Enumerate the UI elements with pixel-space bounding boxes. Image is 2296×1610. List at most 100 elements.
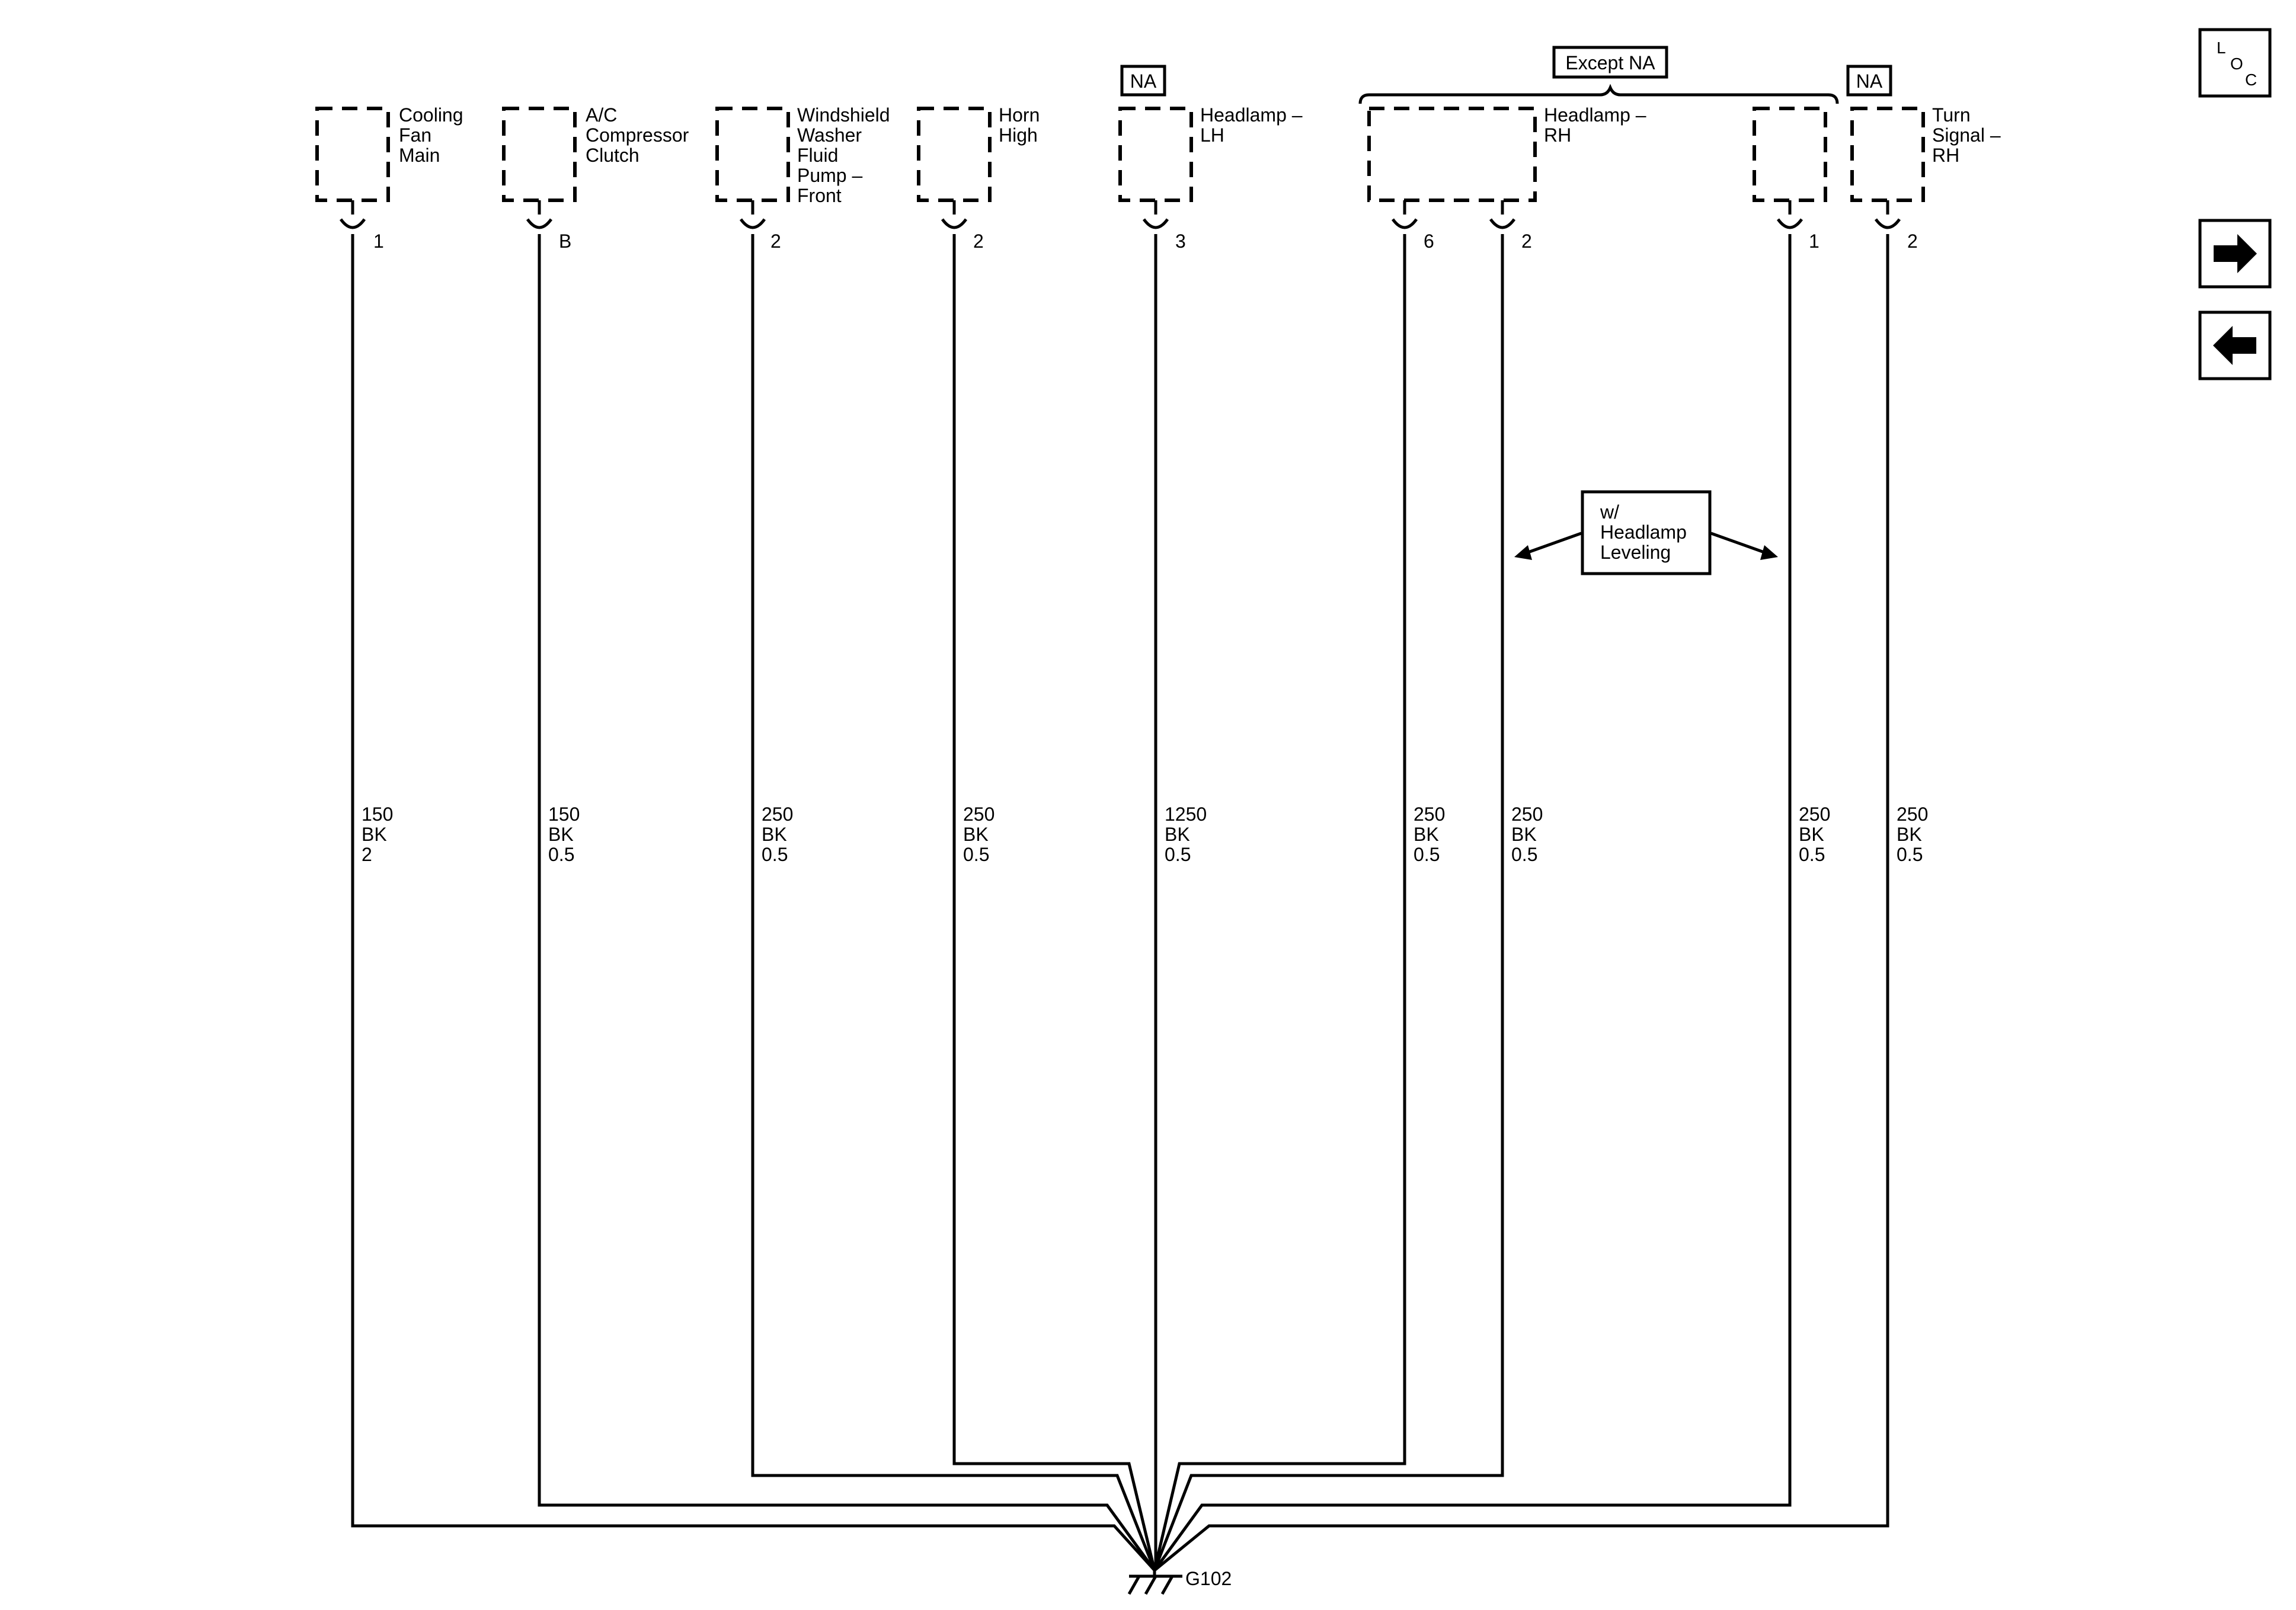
- svg-text:BK: BK: [548, 824, 574, 845]
- svg-text:250: 250: [1414, 804, 1445, 825]
- svg-text:2: 2: [973, 231, 984, 252]
- svg-text:NA: NA: [1856, 71, 1883, 92]
- svg-text:BK: BK: [963, 824, 989, 845]
- svg-text:6: 6: [1424, 231, 1434, 252]
- terminal-ac-compressor-clutch: [526, 200, 553, 229]
- wire-cooling-fan-main: [351, 234, 1156, 1571]
- arrowhead-left-icon: [1514, 545, 1532, 560]
- option-headlamp-leveling: w/ Headlamp Leveling: [1514, 490, 1778, 575]
- ground-label: G102: [1185, 1568, 1232, 1589]
- svg-text:NA: NA: [1130, 71, 1157, 92]
- svg-text:BK: BK: [1799, 824, 1824, 845]
- svg-text:Headlamp –: Headlamp –: [1544, 104, 1646, 126]
- svg-text:Horn: Horn: [999, 104, 1040, 126]
- terminals: [339, 200, 1901, 229]
- svg-text:2: 2: [1521, 231, 1532, 252]
- svg-text:Except NA: Except NA: [1565, 52, 1655, 73]
- loc-letter-l: L: [2217, 39, 2226, 57]
- wire-headlamp-rh-6: [1153, 234, 1406, 1571]
- connector-cooling-fan-main: [315, 107, 390, 202]
- pin-labels: 1 B 2 2 3 6 2 1 2: [373, 231, 1918, 252]
- tag-na-right: NA: [1846, 65, 1892, 97]
- svg-text:BK: BK: [762, 824, 787, 845]
- svg-text:1: 1: [1809, 231, 1819, 252]
- svg-text:2: 2: [770, 231, 781, 252]
- svg-text:0.5: 0.5: [1165, 844, 1191, 865]
- connector-horn-high: [917, 107, 992, 202]
- svg-text:Fan: Fan: [399, 124, 431, 146]
- svg-text:250: 250: [1511, 804, 1543, 825]
- svg-text:0.5: 0.5: [963, 844, 989, 865]
- wire-spec-headlamp-rh-6: 250 BK 0.5: [1414, 804, 1445, 865]
- svg-text:Leveling: Leveling: [1600, 542, 1671, 563]
- ground-g102: G102: [1127, 1568, 1232, 1595]
- connector-headlamp-lh: [1118, 107, 1193, 202]
- wire-spec-turn-signal-rh: 250 BK 0.5: [1897, 804, 1928, 865]
- arrow-left-icon: [2213, 326, 2256, 365]
- connector-windshield-washer-pump: [715, 107, 790, 202]
- svg-text:Headlamp –: Headlamp –: [1200, 104, 1303, 126]
- terminal-windshield-washer-pump: [739, 200, 766, 229]
- svg-text:Turn: Turn: [1932, 104, 1971, 126]
- loc-letter-o: O: [2230, 55, 2243, 73]
- connector-turn-signal-rh: [1850, 107, 1925, 202]
- label-cooling-fan-main: Cooling Fan Main: [399, 104, 463, 166]
- svg-text:Windshield: Windshield: [797, 104, 890, 126]
- svg-text:RH: RH: [1932, 145, 1959, 166]
- terminal-turn-signal-rh: [1874, 200, 1901, 229]
- svg-text:250: 250: [963, 804, 994, 825]
- connector-headlamp-rh: [1367, 107, 1537, 202]
- svg-text:Washer: Washer: [797, 124, 862, 146]
- tag-na-left: NA: [1120, 65, 1166, 97]
- terminal-headlamp-lh: [1142, 200, 1169, 229]
- terminal-headlamp-rh-6: [1391, 200, 1418, 229]
- svg-text:Main: Main: [399, 145, 440, 166]
- label-horn-high: Horn High: [999, 104, 1040, 146]
- svg-text:0.5: 0.5: [1799, 844, 1825, 865]
- wire-horn-high: [952, 234, 1156, 1571]
- label-windshield-washer-pump: Windshield Washer Fluid Pump – Front: [797, 104, 890, 206]
- wire-spec-windshield-washer-pump: 250 BK 0.5: [762, 804, 793, 865]
- svg-text:0.5: 0.5: [1897, 844, 1923, 865]
- svg-text:Front: Front: [797, 185, 842, 206]
- svg-text:Cooling: Cooling: [399, 104, 463, 126]
- connector-headlamp-rh-2: [1753, 107, 1827, 202]
- svg-text:w/: w/: [1600, 501, 1619, 523]
- label-headlamp-rh: Headlamp – RH: [1544, 104, 1646, 146]
- terminal-headlamp-rh-2-pin1: [1776, 200, 1803, 229]
- label-headlamp-lh: Headlamp – LH: [1200, 104, 1303, 146]
- svg-text:0.5: 0.5: [548, 844, 574, 865]
- svg-text:Headlamp: Headlamp: [1600, 521, 1687, 543]
- wire-spec-ac-compressor-clutch: 150 BK 0.5: [548, 804, 580, 865]
- svg-text:Signal –: Signal –: [1932, 124, 2001, 146]
- svg-text:Fluid: Fluid: [797, 145, 838, 166]
- svg-text:BK: BK: [1511, 824, 1537, 845]
- wire-turn-signal-rh: [1153, 234, 1889, 1571]
- loc-button[interactable]: L O C: [2198, 28, 2272, 98]
- prev-page-button[interactable]: [2198, 311, 2272, 380]
- label-ac-compressor-clutch: A/C Compressor Clutch: [586, 104, 689, 166]
- svg-text:BK: BK: [362, 824, 387, 845]
- svg-text:High: High: [999, 124, 1038, 146]
- wires: [351, 234, 1889, 1571]
- except-na-bracket: [1358, 84, 1839, 104]
- option-arrow-right: [1710, 532, 1770, 556]
- svg-text:LH: LH: [1200, 124, 1224, 146]
- svg-text:3: 3: [1175, 231, 1186, 252]
- wire-spec-headlamp-lh: 1250 BK 0.5: [1165, 804, 1207, 865]
- svg-text:Compressor: Compressor: [586, 124, 689, 146]
- svg-text:2: 2: [362, 844, 372, 865]
- svg-text:2: 2: [1907, 231, 1918, 252]
- arrow-right-icon: [2214, 234, 2257, 273]
- wire-spec-headlamp-rh-2: 250 BK 0.5: [1511, 804, 1543, 865]
- arrowhead-right-icon: [1760, 545, 1778, 560]
- svg-text:0.5: 0.5: [762, 844, 788, 865]
- next-page-button[interactable]: [2198, 219, 2272, 289]
- wire-ac-compressor-clutch: [538, 234, 1156, 1571]
- terminal-headlamp-rh-2: [1489, 200, 1516, 229]
- svg-text:A/C: A/C: [586, 104, 617, 126]
- svg-text:250: 250: [762, 804, 793, 825]
- connector-ac-compressor-clutch: [502, 107, 577, 202]
- svg-text:BK: BK: [1897, 824, 1922, 845]
